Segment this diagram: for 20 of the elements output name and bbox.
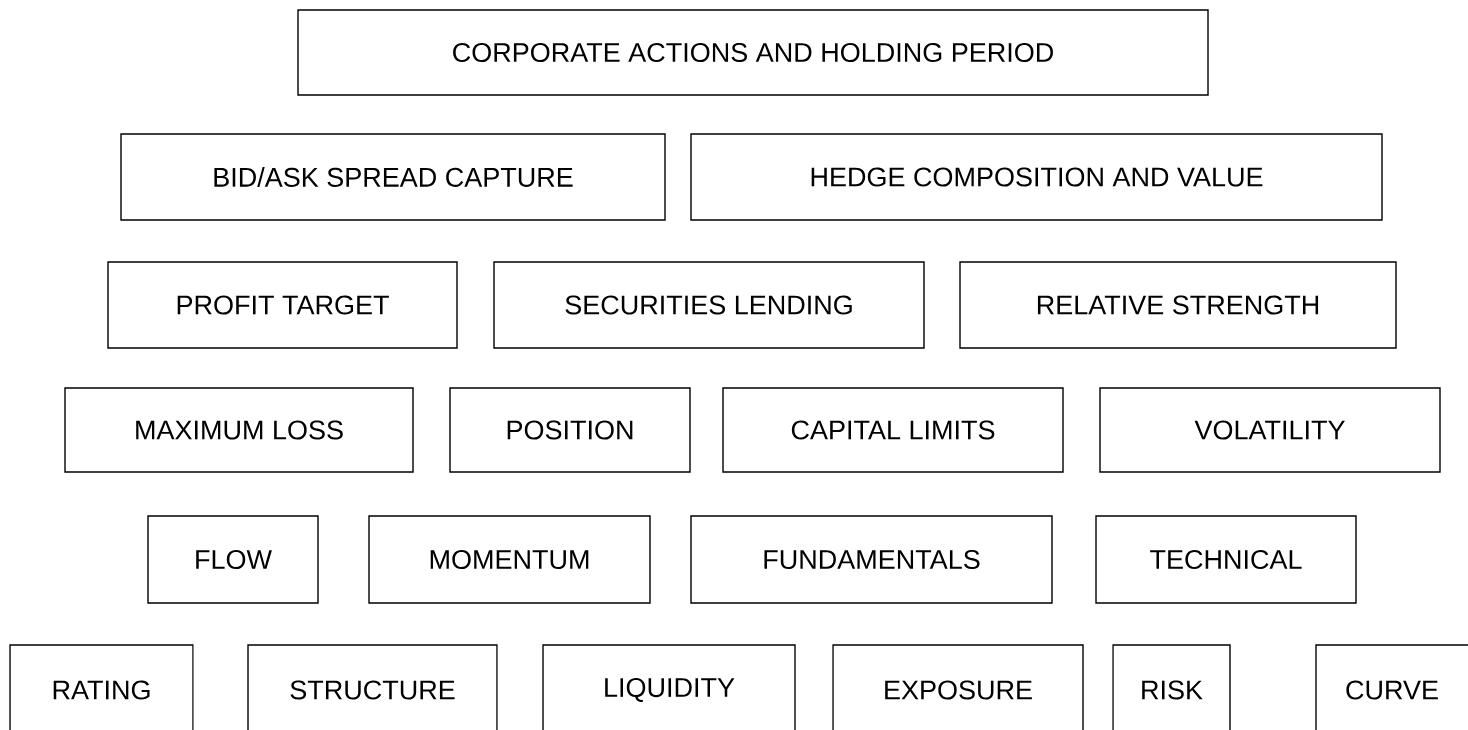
label-box: SECURITIES LENDING bbox=[493, 261, 925, 349]
label-box: CAPITAL LIMITS bbox=[722, 387, 1064, 473]
label-box: PROFIT TARGET bbox=[107, 261, 458, 349]
label-box: CORPORATE ACTIONS AND HOLDING PERIOD bbox=[297, 9, 1209, 96]
label-box: RISK bbox=[1112, 644, 1231, 730]
label-box: STRUCTURE bbox=[247, 644, 498, 730]
label-box: RATING bbox=[9, 644, 194, 730]
label-box: FUNDAMENTALS bbox=[690, 515, 1053, 604]
label-box: TECHNICAL bbox=[1095, 515, 1357, 604]
label-box: FLOW bbox=[147, 515, 319, 604]
label-box: MOMENTUM bbox=[368, 515, 651, 604]
label-box: BID/ASK SPREAD CAPTURE bbox=[120, 133, 666, 221]
label-box: POSITION bbox=[449, 387, 691, 473]
label-box: EXPOSURE bbox=[832, 644, 1084, 730]
label-box: HEDGE COMPOSITION AND VALUE bbox=[690, 133, 1383, 221]
label-box: LIQUIDITY bbox=[542, 644, 796, 730]
label-box: MAXIMUM LOSS bbox=[64, 387, 414, 473]
label-box: RELATIVE STRENGTH bbox=[959, 261, 1397, 349]
label-box: VOLATILITY bbox=[1099, 387, 1441, 473]
label-box: CURVE bbox=[1315, 644, 1468, 730]
